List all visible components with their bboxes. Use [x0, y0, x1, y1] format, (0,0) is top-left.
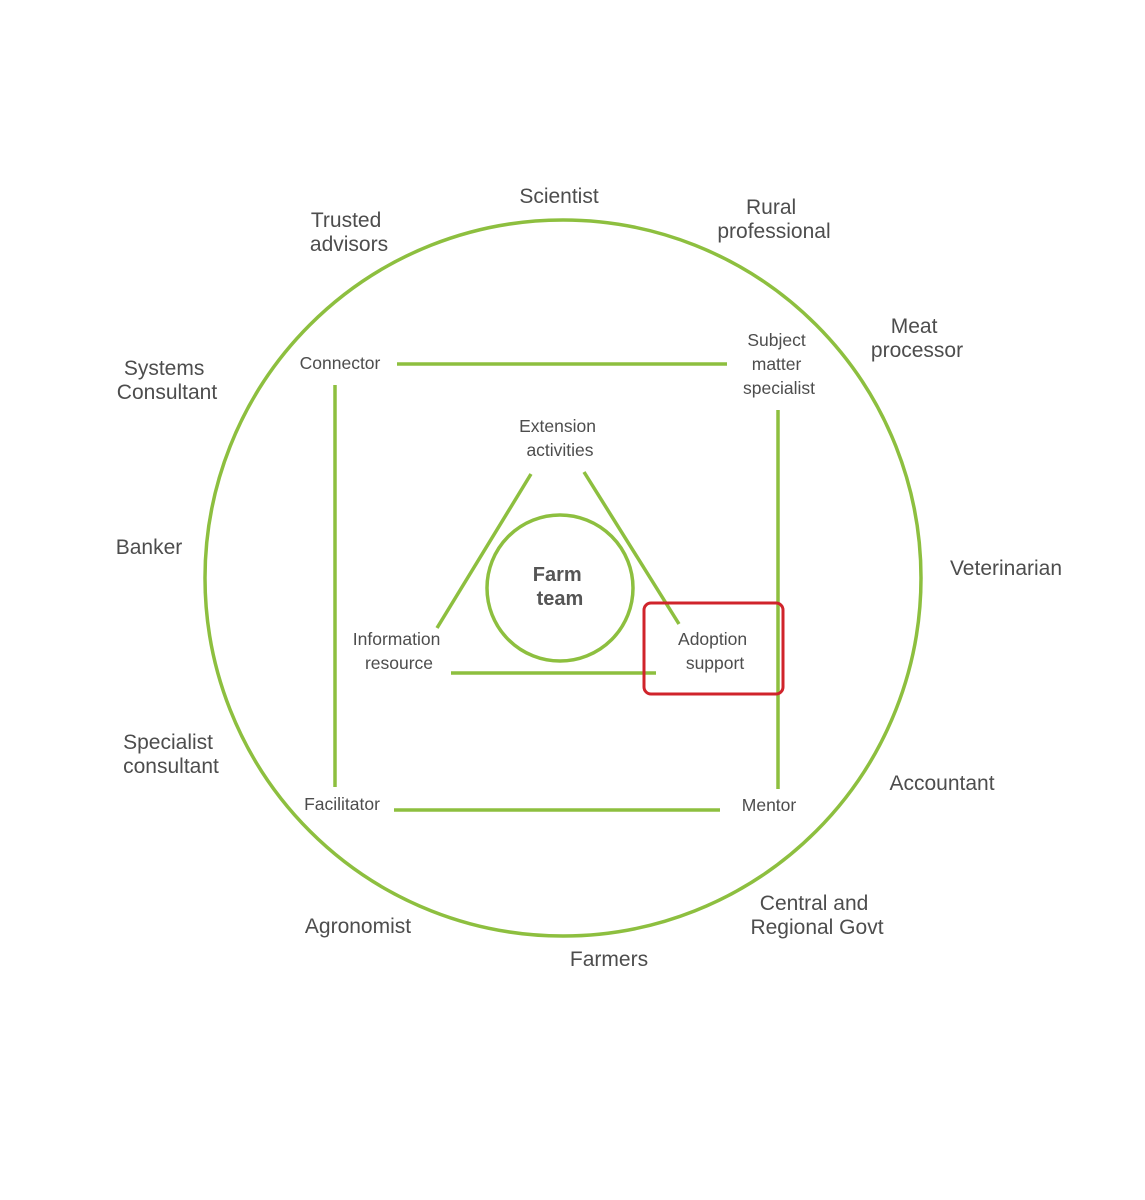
specialist-consultant-label: Specialist consultant [123, 731, 219, 778]
trusted-advisors-label: Trusted advisors [310, 209, 388, 256]
systems-consultant-label: Systems Consultant [117, 357, 218, 404]
central-regional-govt-label: Central and Regional Govt [750, 892, 883, 939]
information-resource-label: Information resource [353, 629, 445, 673]
scientist-label: Scientist [519, 185, 599, 208]
farm-team-label: Farm team [533, 564, 587, 610]
facilitator-label: Facilitator [304, 794, 380, 814]
extension-to-adoption-line [582, 471, 681, 625]
extension-activities-label: Extension activities [519, 416, 601, 460]
agronomist-label: Agronomist [305, 915, 411, 938]
meat-processor-label: Meat processor [871, 315, 963, 362]
farm-team-circle [485, 513, 635, 663]
accountant-label: Accountant [889, 772, 994, 795]
rural-professional-label: Rural professional [717, 196, 830, 243]
outer-circle [203, 218, 923, 938]
mentor-label: Mentor [742, 795, 797, 815]
extension-to-information-line [435, 473, 533, 629]
banker-label: Banker [116, 536, 183, 559]
veterinarian-label: Veterinarian [950, 557, 1062, 580]
farmers-label: Farmers [570, 948, 648, 971]
adoption-support-highlight-box [642, 601, 785, 696]
subject-matter-specialist-label: Subject matter specialist [743, 330, 815, 398]
adoption-support-label: Adoption support [678, 629, 752, 673]
connector-label: Connector [300, 353, 381, 373]
